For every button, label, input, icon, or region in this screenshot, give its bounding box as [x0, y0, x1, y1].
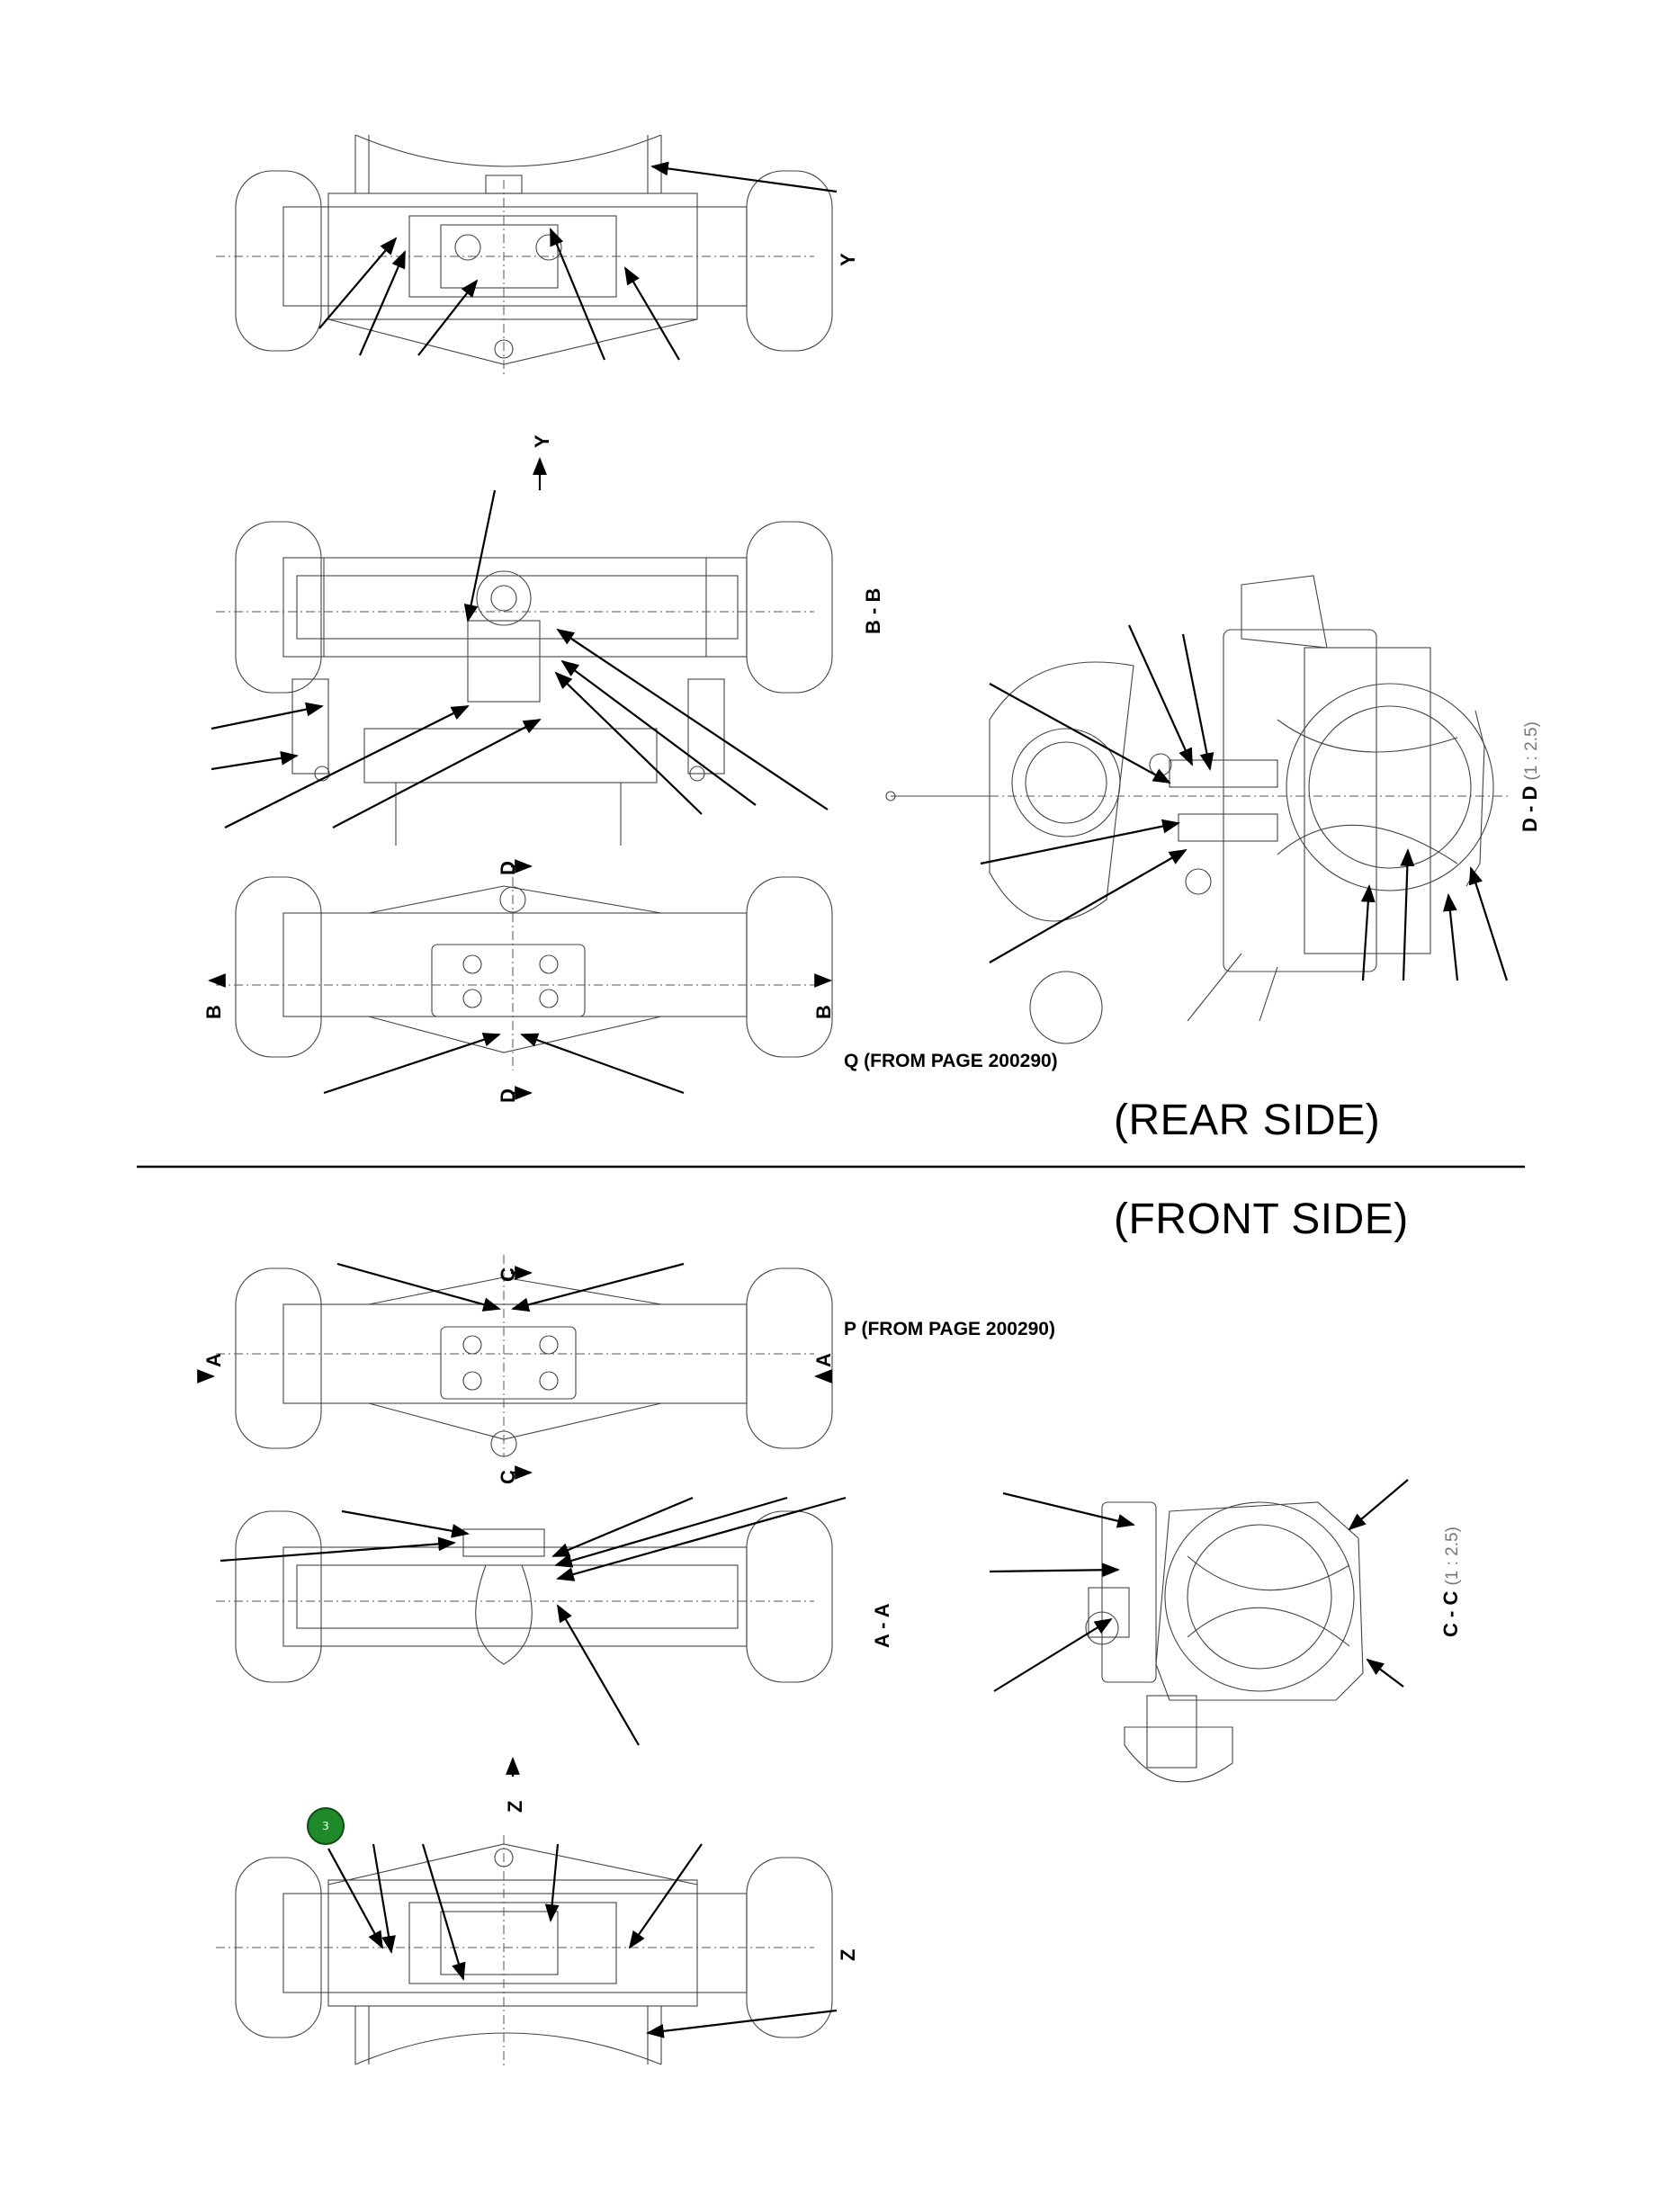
view-y-arrow-label: Y [531, 434, 553, 448]
view-d-bottom-label: D [497, 1088, 519, 1103]
leader-arrow [560, 659, 757, 806]
leader-arrow [544, 1843, 560, 1922]
leader-arrow [556, 1496, 847, 1581]
section-aa-label: A - A [871, 1603, 893, 1648]
leader-arrow [220, 1536, 456, 1563]
leader-arrow [1400, 848, 1415, 981]
view-direction-arrows [197, 457, 832, 1777]
section-cc-scale: (1 : 2.5) [1443, 1527, 1462, 1586]
q-page-reference: Q (FROM PAGE 200290) [844, 1051, 1058, 1071]
rear-bottom-view [216, 876, 833, 1095]
leader-arrow [1360, 884, 1376, 981]
leader-arrow [332, 719, 542, 828]
leader-arrow [421, 1843, 466, 1981]
leader-arrow [989, 683, 1171, 784]
leader-arrow [1366, 1658, 1404, 1688]
section-bb-label: B - B [862, 587, 884, 634]
leader-arrow [211, 750, 299, 771]
view-z-label: Z [837, 1948, 859, 1961]
leader-arrow [623, 266, 680, 361]
rear-top-view [216, 134, 838, 378]
leader-arrow [980, 819, 1180, 865]
leader-arrow [1181, 633, 1214, 771]
leader-arrow [554, 671, 703, 815]
view-c-top-label: C [497, 1267, 519, 1282]
view-d-top-label: D [497, 861, 519, 875]
leader-arrow [372, 1843, 396, 1954]
leader-arrow [341, 1509, 470, 1538]
section-dd-scale: (1 : 2.5) [1522, 721, 1541, 781]
rear-middle-view [211, 489, 833, 846]
leader-arrow [327, 1848, 383, 1949]
leader-arrow [318, 237, 398, 329]
leader-arrow [520, 1033, 685, 1095]
leader-arrow [336, 1262, 501, 1312]
leader-arrow [993, 1617, 1113, 1692]
leader-arrow [323, 1033, 501, 1095]
front-side-title: (FRONT SIDE) [1114, 1196, 1409, 1243]
leader-arrow [358, 250, 407, 356]
view-b-left-label: B [202, 1005, 225, 1019]
leader-arrow [556, 628, 829, 810]
view-y-label: Y [837, 253, 859, 266]
view-z-arrow-label: Z [504, 1800, 526, 1813]
leader-arrow [557, 1604, 640, 1746]
leader-arrow [554, 1496, 788, 1568]
rear-side-title: (REAR SIDE) [1114, 1097, 1381, 1144]
leader-arrow [1127, 624, 1194, 766]
section-dd-detail [885, 575, 1511, 1044]
leader-arrow [1468, 866, 1509, 981]
view-c-bottom-label: C [497, 1470, 519, 1484]
leader-arrow [224, 705, 470, 828]
leader-arrow [646, 2009, 838, 2038]
leader-arrow [549, 228, 606, 361]
front-top-view [216, 1255, 833, 1457]
leader-arrow [989, 1563, 1120, 1578]
leader-arrow [650, 161, 838, 193]
leader-arrow [989, 849, 1188, 963]
leader-arrow [628, 1843, 703, 1949]
section-dd-label: D - D (1 : 2.5) [1519, 721, 1542, 832]
section-dd-name: D - D [1519, 785, 1541, 832]
leader-arrow [511, 1262, 685, 1312]
p-page-reference: P (FROM PAGE 200290) [844, 1319, 1055, 1339]
leader-arrow [1442, 893, 1459, 981]
leader-arrow [1002, 1491, 1135, 1528]
view-a-right-label: A [812, 1353, 835, 1367]
callout-badge[interactable]: 3 [307, 1807, 345, 1845]
view-b-right-label: B [812, 1005, 835, 1019]
front-middle-view [216, 1496, 847, 1746]
view-a-left-label: A [202, 1353, 225, 1367]
section-cc-label: C - C (1 : 2.5) [1439, 1527, 1463, 1637]
leader-arrow [1348, 1479, 1409, 1531]
leader-arrow [551, 1496, 694, 1558]
front-bottom-view [216, 1835, 838, 2069]
leader-arrow [211, 702, 324, 730]
section-cc-detail [989, 1479, 1409, 1783]
leader-arrow [417, 279, 479, 356]
leader-arrow [463, 489, 497, 622]
section-cc-name: C - C [1439, 1590, 1462, 1637]
